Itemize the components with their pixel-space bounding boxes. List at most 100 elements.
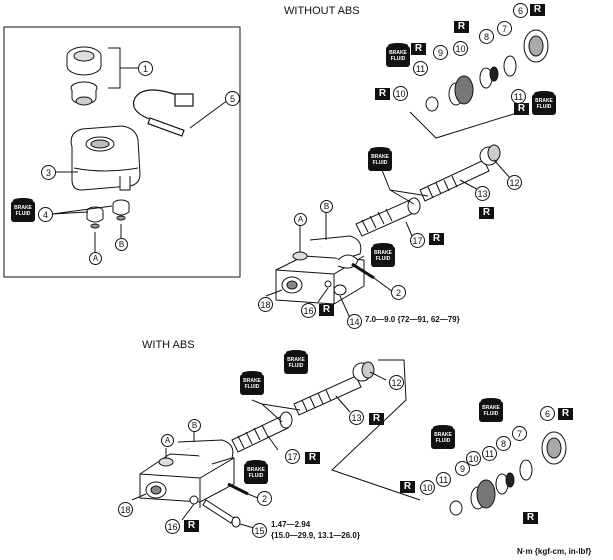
cap-strainer <box>70 81 98 106</box>
primary-piston-top <box>419 144 501 202</box>
callout-6-bottom: 6 <box>540 406 555 421</box>
o-ring-16-bottom <box>189 495 199 505</box>
callout-13-bottom: 13 <box>349 410 364 425</box>
callout-11-bottom-upper: 11 <box>482 446 497 461</box>
callout-10-top-lower: 10 <box>393 86 408 101</box>
replace-mark: R <box>400 481 415 493</box>
explode-envelope-top <box>409 111 521 139</box>
leader-18-top <box>265 289 283 297</box>
callout-10-top-upper: 10 <box>453 41 468 56</box>
callout-2-bottom: 2 <box>257 491 272 506</box>
callout-7-bottom: 7 <box>512 426 527 441</box>
callout-9-bottom: 9 <box>455 461 470 476</box>
callout-12-bottom: 12 <box>389 375 404 390</box>
callout-8-top: 8 <box>479 29 494 44</box>
primary-piston-bottom <box>293 361 375 416</box>
master-cylinder-body-top <box>275 235 365 305</box>
seal-rings-bottom <box>449 431 567 516</box>
leader-2-top <box>373 277 394 293</box>
callout-a-reservoir: A <box>89 252 102 265</box>
callout-15: 15 <box>252 523 267 538</box>
leader-12-top <box>493 159 511 179</box>
seal-rings-top <box>425 29 549 112</box>
fluid-level-sensor <box>132 89 194 137</box>
callout-11-top-upper: 11 <box>413 61 428 76</box>
replace-mark: R <box>319 304 334 316</box>
leader-17-top <box>381 169 429 237</box>
leader-13-bottom <box>335 395 351 413</box>
title-with-abs: WITH ABS <box>142 339 195 351</box>
callout-6-top: 6 <box>513 3 528 18</box>
leader-12-bottom <box>369 371 387 381</box>
reservoir-cap <box>66 46 102 76</box>
callout-b-top: B <box>320 200 333 213</box>
replace-mark: R <box>375 88 390 100</box>
callout-7-top: 7 <box>497 21 512 36</box>
torque-15-line2: {15.0—29.9, 13.1—26.0} <box>271 531 360 540</box>
callout-11-bottom-lower: 11 <box>436 472 451 487</box>
leader-5 <box>189 99 229 129</box>
leader-2-bottom <box>247 493 259 499</box>
callout-18-bottom: 18 <box>118 502 133 517</box>
callout-18-top: 18 <box>258 297 273 312</box>
leader-14 <box>339 295 351 319</box>
reservoir-body <box>70 125 141 191</box>
replace-mark: R <box>479 207 494 219</box>
stop-bolt-14 <box>324 280 347 296</box>
replace-mark: R <box>523 512 538 524</box>
replace-mark: R <box>369 413 384 425</box>
callout-2-top: 2 <box>391 285 406 300</box>
replace-mark: R <box>429 233 444 245</box>
secondary-piston-top <box>355 197 421 237</box>
leader-16-bottom <box>181 503 195 521</box>
callout-16-bottom: 16 <box>165 519 180 534</box>
callout-3: 3 <box>41 165 56 180</box>
leader-15 <box>239 523 255 529</box>
reservoir-inset-frame <box>3 26 241 278</box>
pin-2-bottom <box>227 482 249 496</box>
callout-17-top: 17 <box>410 233 425 248</box>
callout-b-bottom: B <box>188 419 201 432</box>
leader-17-bottom <box>251 399 301 451</box>
leader-16 <box>317 287 329 303</box>
grommet-a <box>86 206 104 229</box>
units-label: N·m {kgf-cm, in-lbf} <box>517 547 592 556</box>
leader-18-bottom <box>131 493 147 501</box>
callout-5: 5 <box>225 91 240 106</box>
torque-15-line1: 1.47—2.94 <box>271 520 311 529</box>
callout-4: 4 <box>38 207 53 222</box>
callout-b-reservoir: B <box>115 238 128 251</box>
title-without-abs: WITHOUT ABS <box>284 5 360 17</box>
callout-8-bottom: 8 <box>496 436 511 451</box>
callout-12-top: 12 <box>507 175 522 190</box>
leader-4 <box>51 205 113 215</box>
master-cylinder-body-bottom <box>139 439 235 508</box>
replace-mark: R <box>411 43 426 55</box>
callout-1: 1 <box>138 61 153 76</box>
callout-a-bottom: A <box>161 434 174 447</box>
callout-9-top: 9 <box>433 45 448 60</box>
explode-envelope-bottom <box>331 359 421 501</box>
callout-10-bottom-lower: 10 <box>420 480 435 495</box>
callout-13-top: 13 <box>475 186 490 201</box>
grommet-b <box>112 199 130 221</box>
callout-10-bottom-upper: 10 <box>466 451 481 466</box>
replace-mark: R <box>514 103 529 115</box>
secondary-piston-bottom <box>231 411 293 453</box>
callout-14: 14 <box>347 314 362 329</box>
pin-2-top <box>351 262 375 280</box>
stop-bolt-15 <box>202 499 241 528</box>
replace-mark: R <box>184 520 199 532</box>
replace-mark: R <box>454 21 469 33</box>
replace-mark: R <box>530 4 545 16</box>
